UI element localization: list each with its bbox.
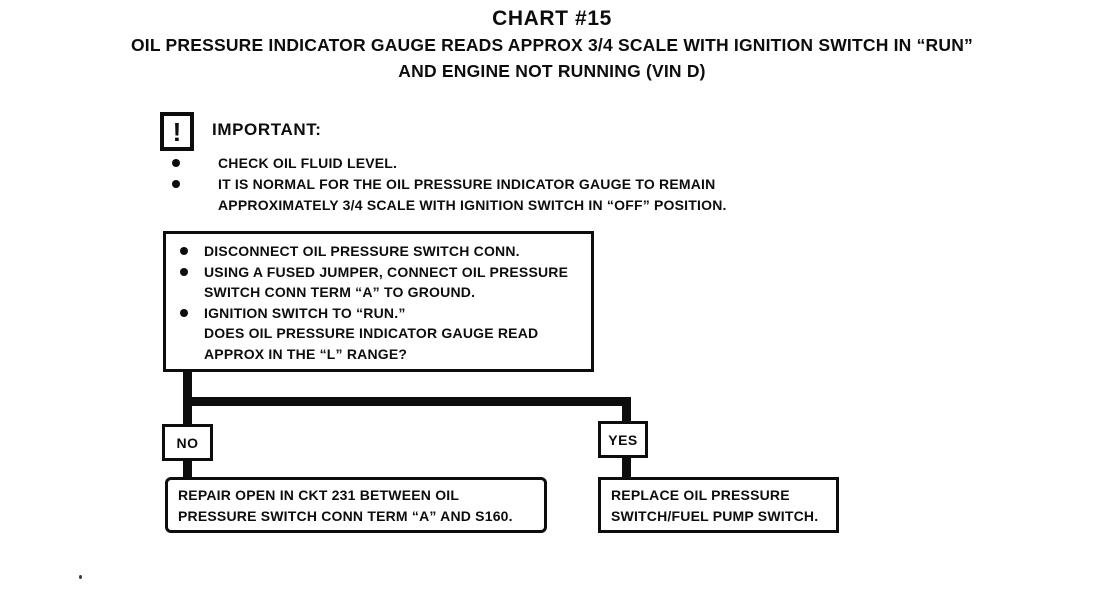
yes-label: YES [608,431,638,448]
step-instruction-text: DISCONNECT OIL PRESSURE SWITCH CONN. [204,243,520,259]
important-heading: IMPORTANT: [212,120,322,139]
chart-header: CHART #15 OIL PRESSURE INDICATOR GAUGE R… [0,5,1104,84]
scan-artifact-dot [79,575,82,579]
connector-yes-to-result [622,455,631,479]
bullet-icon [180,247,188,255]
connector-branch-horizontal [183,397,631,406]
no-result-text: PRESSURE SWITCH CONN TERM “A” AND S160. [178,508,513,524]
step-instruction-text: USING A FUSED JUMPER, CONNECT OIL PRESSU… [204,263,569,280]
connector-no-to-result [183,459,192,479]
chart-subtitle-line2: AND ENGINE NOT RUNNING (VIN D) [398,61,706,81]
yes-result-text: SWITCH/FUEL PUMP SWITCH. [611,508,819,524]
step-instruction: IGNITION SWITCH TO “RUN.” DOES OIL PRESS… [180,303,591,365]
yes-result-box: REPLACE OIL PRESSURE SWITCH/FUEL PUMP SW… [598,477,839,533]
step-question-text: DOES OIL PRESSURE INDICATOR GAUGE READ [204,325,539,341]
step-instruction-text: IGNITION SWITCH TO “RUN.” [204,304,406,321]
yes-result-text: REPLACE OIL PRESSURE [611,487,790,503]
important-note-text: IT IS NORMAL FOR THE OIL PRESSURE INDICA… [218,176,716,192]
bullet-icon [172,159,180,167]
no-label: NO [176,434,199,451]
no-label-box: NO [162,424,213,461]
important-note-item: CHECK OIL FLUID LEVEL. [172,153,727,174]
step-instruction-text: SWITCH CONN TERM “A” TO GROUND. [204,284,476,300]
chart-subtitle-line1: OIL PRESSURE INDICATOR GAUGE READS APPRO… [130,35,973,55]
test-step-box: DISCONNECT OIL PRESSURE SWITCH CONN. USI… [163,231,594,372]
important-caution-icon: ! [160,112,194,151]
connector-yes-drop [622,397,631,424]
important-note-text: APPROXIMATELY 3/4 SCALE WITH IGNITION SW… [218,197,727,213]
important-note-text: CHECK OIL FLUID LEVEL. [218,155,398,171]
important-note-item: IT IS NORMAL FOR THE OIL PRESSURE INDICA… [172,174,727,216]
exclamation-icon: ! [172,116,182,147]
important-note-list: CHECK OIL FLUID LEVEL. IT IS NORMAL FOR … [172,153,727,216]
page-title: CHART #15 [492,7,612,30]
no-result-text: REPAIR OPEN IN CKT 231 BETWEEN OIL [178,487,460,503]
no-result-box: REPAIR OPEN IN CKT 231 BETWEEN OIL PRESS… [165,477,547,533]
bullet-icon [180,267,188,276]
step-question-text: APPROX IN THE “L” RANGE? [204,345,408,362]
step-instruction: USING A FUSED JUMPER, CONNECT OIL PRESSU… [180,262,591,303]
step-instruction: DISCONNECT OIL PRESSURE SWITCH CONN. [180,241,591,262]
yes-label-box: YES [598,421,648,458]
bullet-icon [180,308,188,317]
bullet-icon [172,180,180,188]
